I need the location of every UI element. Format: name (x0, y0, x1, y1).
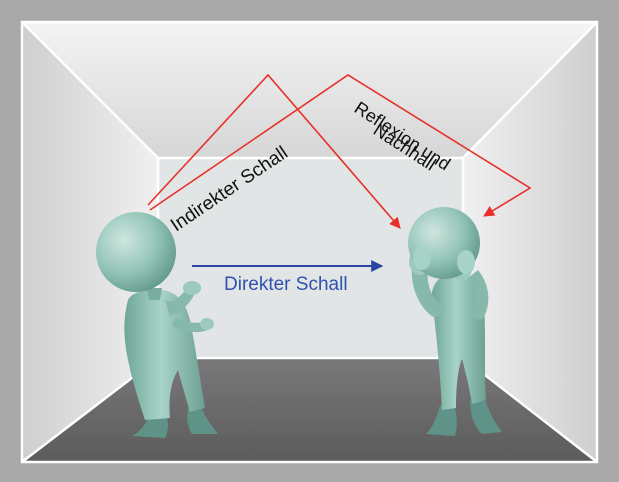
left-wall (22, 22, 158, 462)
ceiling (22, 22, 597, 158)
listener-figure (408, 207, 502, 436)
indirect-ray-1 (147, 73, 401, 229)
indirect-ray-2 (149, 74, 532, 217)
right-wall (463, 22, 597, 462)
indirect-sound-rays (147, 73, 532, 229)
label-direct-sound: Direkter Schall (224, 274, 348, 295)
speaker-figure (96, 212, 218, 438)
